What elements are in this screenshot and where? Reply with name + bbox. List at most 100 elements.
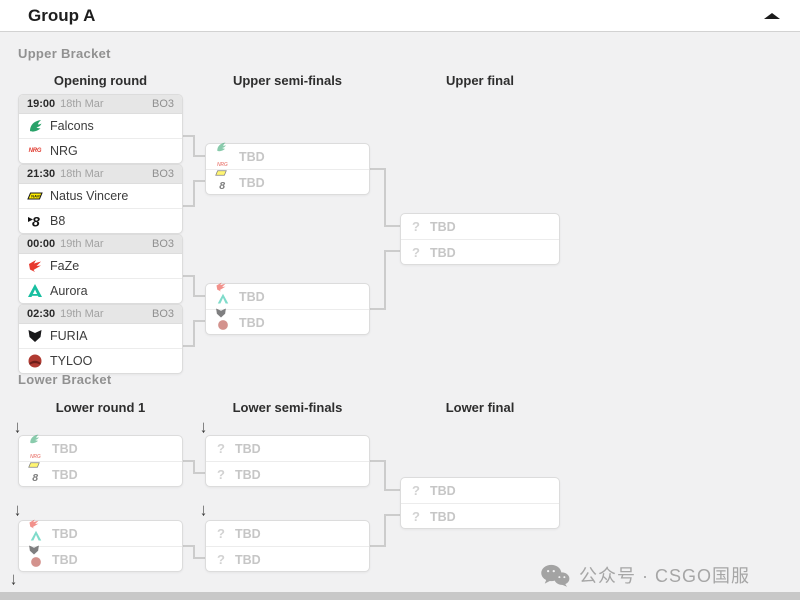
- match-box-opening-4[interactable]: 02:30 19th Mar BO3 FURIA TYLOO: [18, 304, 183, 374]
- match-box-lower-final[interactable]: ? TBD ? TBD: [400, 477, 560, 529]
- team-name: TBD: [239, 149, 265, 164]
- team-row[interactable]: ? TBD: [401, 214, 559, 239]
- team-row[interactable]: NRG NRG: [19, 138, 182, 163]
- match-header: 21:30 18th Mar BO3: [19, 165, 182, 184]
- match-format: BO3: [151, 238, 174, 250]
- column-header-upper-final: Upper final: [446, 73, 514, 88]
- team-name: Falcons: [50, 119, 94, 133]
- team-name: TBD: [430, 219, 456, 234]
- possible-teams-icons: NRG: [214, 141, 232, 169]
- team-name: TBD: [52, 552, 78, 567]
- question-mark-icon: ?: [217, 526, 225, 541]
- furia-icon: [215, 307, 227, 319]
- match-date: 18th Mar: [60, 168, 104, 180]
- possible-teams-icons: 8: [27, 462, 45, 487]
- team-row[interactable]: ? TBD: [206, 546, 369, 572]
- team-row[interactable]: ? TBD: [206, 436, 369, 461]
- column-header-opening-round: Opening round: [53, 73, 148, 88]
- team-row[interactable]: NRG TBD: [19, 434, 182, 461]
- column-header-lower-semifinals: Lower semi-finals: [232, 400, 343, 415]
- watermark-text: 公众号 · CSGO国服: [579, 566, 751, 586]
- team-name: TBD: [235, 467, 261, 482]
- team-row[interactable]: Aurora: [19, 278, 182, 303]
- team-name: B8: [50, 214, 66, 228]
- b8-icon: 8: [217, 179, 229, 191]
- team-name: TBD: [239, 289, 265, 304]
- watermark: 公众号 · CSGO国服: [540, 562, 750, 588]
- navi-icon: [28, 459, 40, 471]
- match-date: 19th Mar: [60, 308, 104, 320]
- b8-icon: 8: [30, 471, 42, 483]
- team-row[interactable]: ? TBD: [206, 521, 369, 546]
- team-name: TBD: [239, 315, 265, 330]
- arrow-down-icon: ↓: [10, 568, 17, 588]
- column-header-lower-final: Lower final: [445, 400, 515, 415]
- match-format: BO3: [151, 98, 174, 110]
- match-box-upper-sf1[interactable]: NRG TBD 8 TBD: [205, 141, 370, 195]
- question-mark-icon: ?: [412, 483, 420, 498]
- team-row[interactable]: ? TBD: [401, 503, 559, 529]
- team-row[interactable]: ? TBD: [206, 461, 369, 487]
- match-box-opening-2[interactable]: 21:30 18th Mar BO3 NAVI Natus Vincere 8 …: [18, 164, 183, 234]
- match-format: BO3: [151, 308, 174, 320]
- group-header-bar[interactable]: Group A: [0, 0, 800, 32]
- tyloo-icon: [217, 319, 229, 331]
- team-row[interactable]: FURIA: [19, 324, 182, 348]
- aurora-icon: [27, 283, 43, 299]
- team-name: TBD: [235, 552, 261, 567]
- team-row[interactable]: TYLOO: [19, 348, 182, 373]
- match-box-lower-r1m2[interactable]: TBD TBD: [18, 518, 183, 572]
- svg-text:8: 8: [32, 472, 38, 483]
- nrg-icon: NRG: [28, 148, 42, 154]
- arrow-down-icon: ↓: [14, 499, 21, 519]
- team-name: Aurora: [50, 284, 88, 298]
- match-box-lower-sf2[interactable]: ? TBD ? TBD: [205, 520, 370, 572]
- match-date: 18th Mar: [60, 98, 104, 110]
- nrg-icon: NRG: [217, 162, 228, 168]
- match-box-opening-1[interactable]: 19:00 18th Mar BO3 Falcons NRG NRG: [18, 94, 183, 164]
- possible-teams-icons: 8: [214, 170, 232, 195]
- team-row[interactable]: NRG TBD: [206, 141, 369, 169]
- column-header-lower-round-1: Lower round 1: [55, 400, 146, 415]
- match-box-opening-3[interactable]: 00:00 19th Mar BO3 FaZe Aurora: [18, 234, 183, 304]
- navi-icon: NAVI: [27, 188, 43, 204]
- match-box-upper-sf2[interactable]: TBD TBD: [205, 282, 370, 335]
- match-box-upper-final[interactable]: ? TBD ? TBD: [400, 213, 560, 265]
- falcons-icon: [215, 141, 227, 153]
- team-name: TBD: [52, 467, 78, 482]
- possible-teams-icons: NRG: [27, 434, 45, 461]
- possible-teams-icons: [214, 282, 232, 309]
- team-name: TBD: [430, 483, 456, 498]
- navi-icon: [215, 167, 227, 179]
- team-row[interactable]: ? TBD: [401, 239, 559, 265]
- question-mark-icon: ?: [412, 219, 420, 234]
- team-name: TBD: [52, 441, 78, 456]
- team-row[interactable]: TBD: [19, 545, 182, 572]
- team-row[interactable]: Falcons: [19, 114, 182, 138]
- match-box-lower-sf1[interactable]: ? TBD ? TBD: [205, 435, 370, 487]
- faze-icon: [27, 258, 43, 274]
- wechat-icon: [540, 563, 570, 588]
- lower-bracket-label: Lower Bracket: [18, 372, 112, 387]
- team-row[interactable]: TBD: [19, 518, 182, 546]
- match-box-lower-r1m1[interactable]: NRG TBD 8 TBD: [18, 434, 183, 487]
- column-header-upper-semifinals: Upper semi-finals: [232, 73, 343, 88]
- team-row[interactable]: NAVI Natus Vincere: [19, 184, 182, 208]
- team-row[interactable]: FaZe: [19, 254, 182, 278]
- team-row[interactable]: 8 TBD: [206, 169, 369, 195]
- faze-icon: [28, 518, 40, 530]
- team-row[interactable]: 8 B8: [19, 208, 182, 233]
- team-name: TBD: [235, 526, 261, 541]
- team-name: TBD: [52, 526, 78, 541]
- team-row[interactable]: TBD: [206, 307, 369, 335]
- aurora-icon: [30, 530, 42, 542]
- team-row[interactable]: 8 TBD: [19, 461, 182, 487]
- match-header: 02:30 19th Mar BO3: [19, 305, 182, 324]
- team-row[interactable]: ? TBD: [401, 478, 559, 503]
- group-title: Group A: [28, 6, 96, 25]
- team-name: TYLOO: [50, 354, 93, 368]
- tyloo-icon: [27, 353, 43, 369]
- team-row[interactable]: TBD: [206, 282, 369, 309]
- team-name: FaZe: [50, 259, 80, 273]
- collapse-caret-icon[interactable]: [764, 13, 780, 19]
